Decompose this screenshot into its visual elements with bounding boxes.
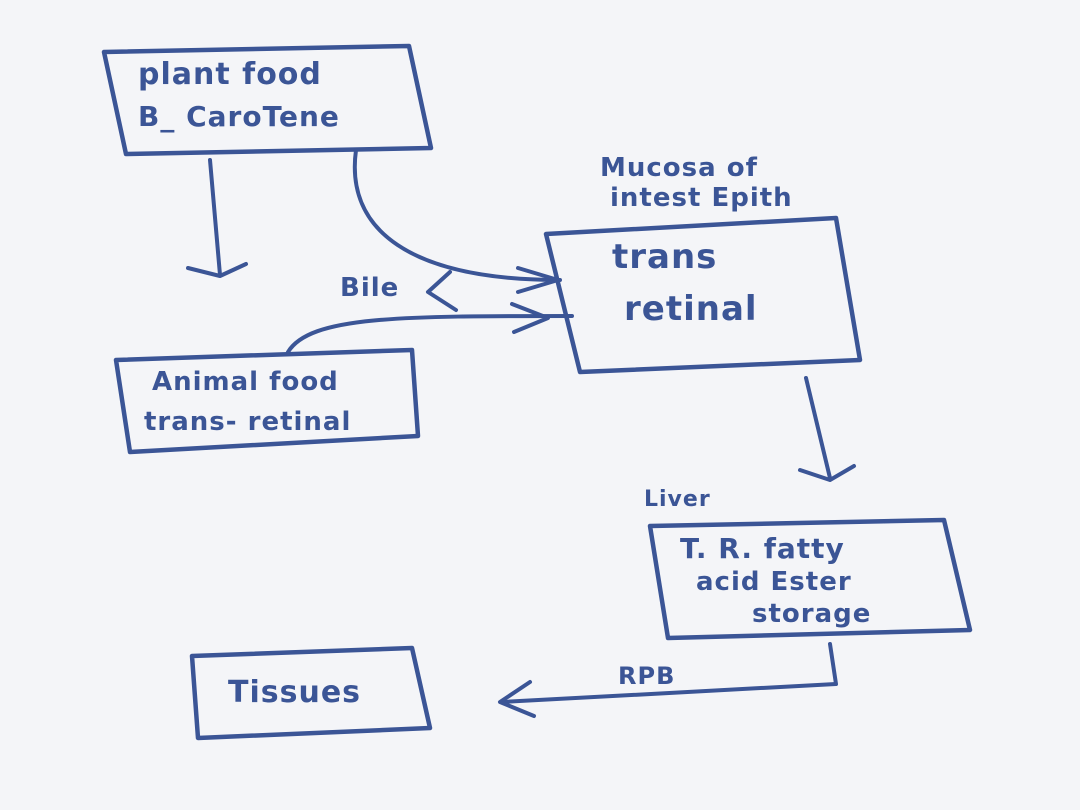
trans-retinal-node: trans retinal — [543, 215, 863, 375]
mucosa-to-liver-arrow — [798, 376, 856, 482]
bile-label: Bile — [340, 273, 399, 303]
rpb-label: RPB — [618, 662, 675, 690]
mucosa-line-1: Mucosa of — [600, 153, 758, 183]
plant-food-line-2: B_ CaroTene — [138, 100, 340, 133]
tissues-label: Tissues — [228, 675, 361, 710]
animal-food-line-2: trans- retinal — [144, 407, 351, 437]
trans-retinal-line-2: retinal — [624, 289, 758, 329]
trans-retinal-box — [543, 215, 863, 375]
bile-annotation: Bile — [340, 270, 458, 312]
plant-food-box — [101, 43, 434, 157]
animal-food-line-1: Animal food — [152, 367, 339, 397]
plant-to-mucosa-arrow — [352, 148, 562, 294]
tr-storage-line-3: storage — [752, 599, 871, 629]
animal-food-node: Animal food trans- retinal — [113, 347, 421, 455]
plant-food-line-1: plant food — [138, 57, 322, 92]
mucosa-line-2: intest Epith — [610, 183, 793, 213]
storage-to-tissues-arrow: RPB — [498, 642, 838, 718]
tissues-box — [189, 645, 433, 741]
trans-retinal-line-1: trans — [612, 237, 717, 277]
tr-storage-node: T. R. fatty acid Ester storage — [647, 517, 973, 641]
tr-storage-line-2: acid Ester — [696, 567, 852, 597]
tissues-node: Tissues — [189, 645, 433, 741]
plant-food-node: plant food B_ CaroTene — [101, 43, 434, 157]
liver-caption: Liver — [644, 487, 711, 512]
tr-storage-box — [647, 517, 973, 641]
mucosa-caption: Mucosa of intest Epith — [600, 153, 793, 213]
bile-brace — [426, 270, 458, 312]
animal-food-box — [113, 347, 421, 455]
animal-to-mucosa-arrow — [286, 302, 574, 354]
plant-down-arrow — [186, 158, 248, 278]
tr-storage-line-1: T. R. fatty — [680, 532, 845, 565]
